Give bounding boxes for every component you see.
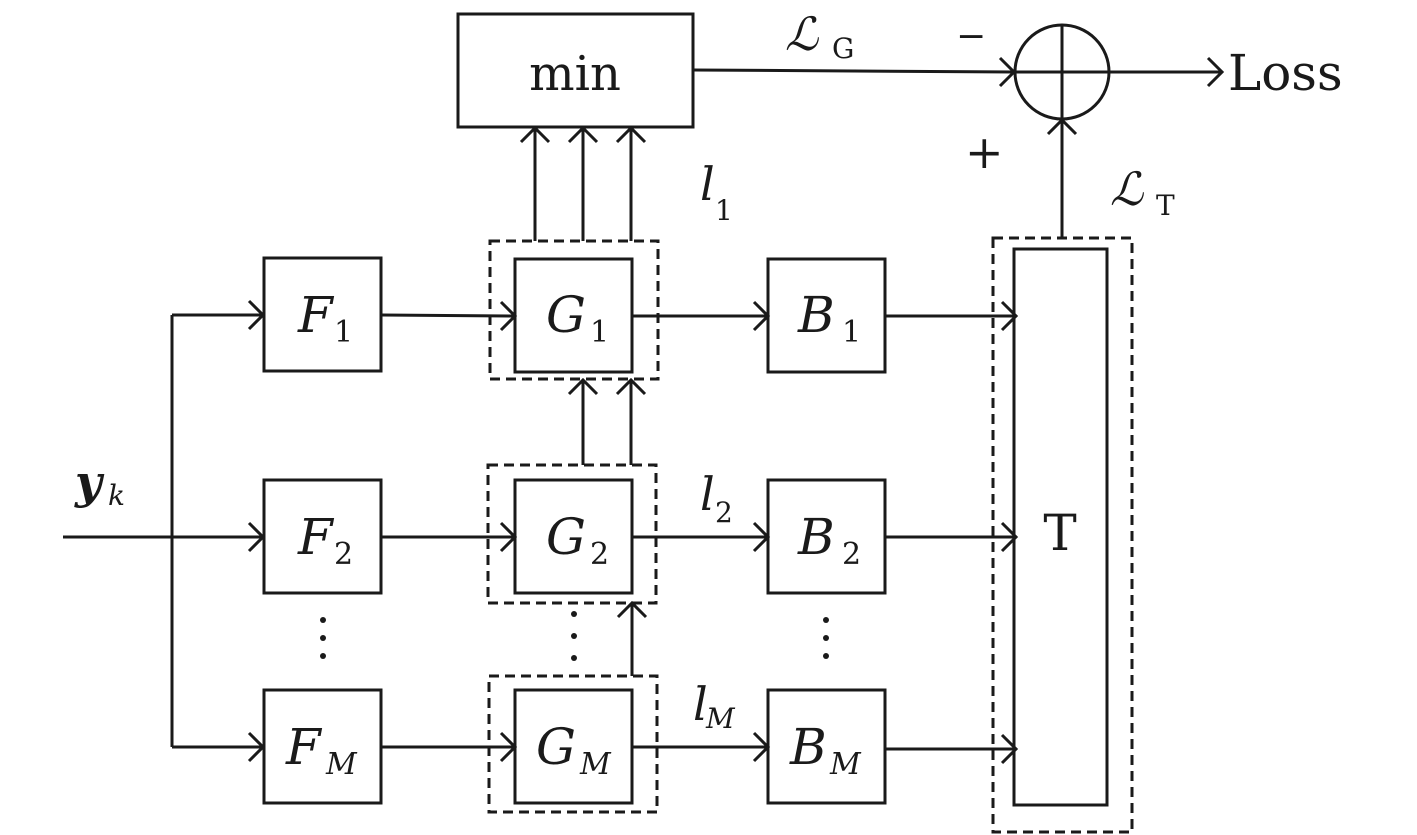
b2-block — [766, 478, 887, 595]
g1-label: G 1 — [546, 286, 609, 350]
svg-text:F: F — [285, 718, 323, 776]
vertical-ellipsis-b — [823, 617, 829, 659]
g-chain-arrows — [567, 378, 648, 676]
bm-label: B M — [789, 718, 862, 782]
svg-text:ℒ: ℒ — [1110, 162, 1144, 216]
svg-text:G: G — [546, 508, 586, 566]
svg-text:2: 2 — [334, 537, 353, 572]
svg-text:G: G — [832, 32, 854, 65]
svg-text:l: l — [700, 157, 715, 211]
svg-text:ℒ: ℒ — [785, 7, 819, 61]
loss-g-arrow — [692, 56, 1016, 88]
svg-text:2: 2 — [715, 496, 733, 529]
b1-block — [766, 257, 887, 374]
svg-text:k: k — [108, 479, 125, 512]
svg-text:T: T — [1156, 189, 1175, 222]
svg-text:M: M — [579, 747, 612, 782]
input-label: y k — [74, 455, 125, 512]
summing-junction — [1013, 23, 1111, 121]
g-to-b-arrows — [632, 300, 770, 763]
b1-label: B 1 — [797, 286, 861, 350]
svg-text:B: B — [797, 508, 835, 566]
f-to-g-arrows — [381, 300, 517, 763]
loss-output-arrow — [1109, 56, 1224, 88]
b-to-t-arrows — [886, 300, 1018, 765]
b2-label: B 2 — [797, 508, 861, 572]
svg-text:G: G — [536, 718, 576, 776]
f1-block — [262, 256, 383, 373]
svg-text:1: 1 — [715, 194, 733, 227]
fm-block — [262, 688, 383, 805]
g2-dashed-frame — [486, 463, 658, 605]
svg-text:B: B — [797, 286, 835, 344]
svg-text:M: M — [705, 702, 736, 735]
f1-label: F 1 — [297, 286, 353, 350]
gm-label: G M — [536, 718, 612, 782]
vertical-ellipsis-f — [320, 617, 326, 659]
f2-block — [262, 478, 383, 595]
gm-dashed-frame — [487, 674, 659, 814]
loss-t-arrow — [1046, 118, 1078, 238]
svg-text:F: F — [297, 508, 335, 566]
t-label: T — [1043, 504, 1076, 562]
l2-label: l 2 — [700, 467, 733, 529]
t-block — [1012, 247, 1109, 807]
loss-t-label: ℒ T — [1110, 162, 1175, 222]
svg-text:M: M — [325, 747, 358, 782]
g1-dashed-frame — [488, 239, 660, 381]
bus-to-f-arrows — [172, 299, 265, 763]
loss-g-label: ℒ G — [785, 7, 854, 65]
lm-label: l M — [693, 677, 736, 735]
f2-label: F 2 — [297, 508, 353, 572]
svg-text:B: B — [789, 718, 827, 776]
svg-text:2: 2 — [842, 537, 861, 572]
svg-text:M: M — [829, 747, 862, 782]
l1-label: l 1 — [700, 157, 733, 227]
g2-label: G 2 — [546, 508, 609, 572]
svg-text:l: l — [693, 677, 708, 731]
min-input-arrows — [519, 126, 647, 241]
fm-label: F M — [285, 718, 358, 782]
t-dashed-frame — [991, 236, 1134, 834]
svg-text:F: F — [297, 286, 335, 344]
vertical-ellipsis-g — [571, 611, 577, 661]
svg-text:1: 1 — [334, 315, 353, 350]
svg-text:G: G — [546, 286, 586, 344]
loss-output-label: Loss — [1228, 44, 1343, 102]
bm-block — [766, 688, 887, 805]
minus-sign: − — [956, 16, 986, 57]
svg-text:y: y — [74, 455, 105, 509]
svg-text:l: l — [700, 467, 715, 521]
svg-text:1: 1 — [842, 315, 861, 350]
plus-sign: + — [965, 125, 1004, 179]
min-label: min — [529, 46, 621, 102]
svg-text:1: 1 — [590, 315, 609, 350]
svg-text:2: 2 — [590, 537, 609, 572]
